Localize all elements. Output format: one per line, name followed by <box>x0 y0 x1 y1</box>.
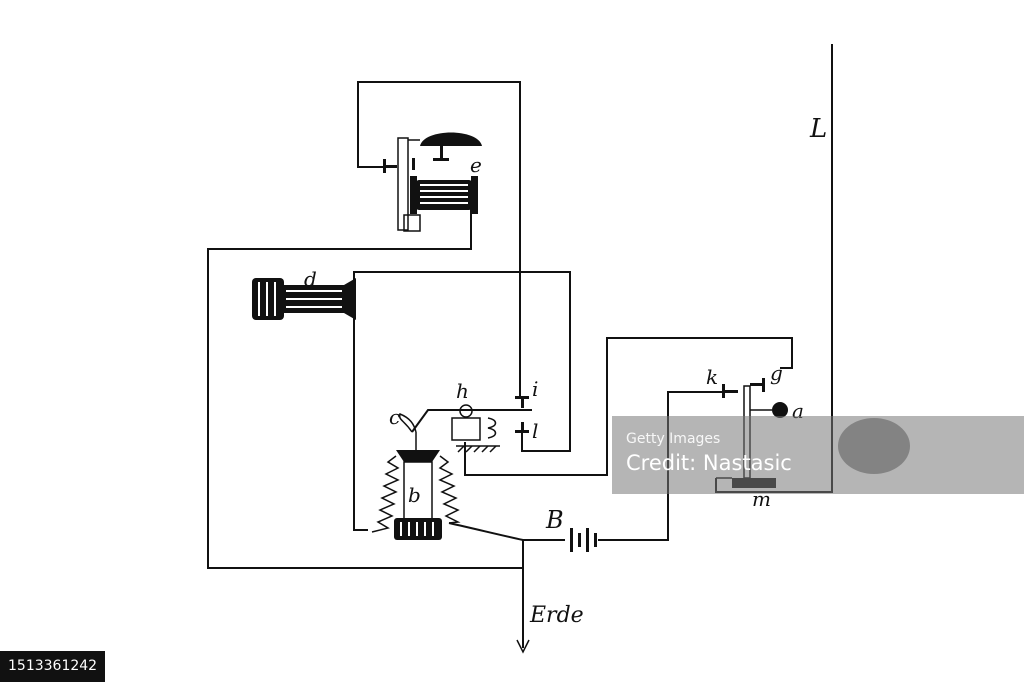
label-erde: Erde <box>529 603 584 628</box>
watermark-band <box>612 416 1024 494</box>
label-l: l <box>532 419 538 443</box>
label-i: i <box>532 377 538 401</box>
contact-i-icon <box>515 396 529 399</box>
label-b: b <box>408 483 421 507</box>
bell-dome-icon <box>420 132 482 146</box>
watermark-credit: Credit: Nastasic <box>626 451 792 475</box>
receiver-d <box>252 278 356 320</box>
hook-lever <box>411 409 532 433</box>
watermark-logo-icon <box>838 418 910 474</box>
label-c: c <box>389 405 400 429</box>
label-L: L <box>809 114 827 144</box>
receiver-loop-wire <box>353 271 571 452</box>
transmitter-b <box>371 413 461 540</box>
bell-coil-wire <box>207 196 523 569</box>
label-d: d <box>304 267 317 291</box>
watermark-brand: Getty Images <box>626 431 721 447</box>
image-id-badge: 1513361242 <box>0 651 106 682</box>
label-k: k <box>706 365 718 389</box>
watermark-text: Getty Images Credit: Nastasic <box>626 430 792 478</box>
circuit-wires <box>207 44 833 654</box>
bell-apparatus-e <box>383 132 482 232</box>
label-B: B <box>545 506 564 534</box>
bell-loop-wire <box>357 81 521 397</box>
label-a: a <box>792 399 804 423</box>
diagram-labels: L e d h i l c b B Erde k g a m <box>304 114 827 628</box>
knob-a-icon <box>772 402 788 418</box>
label-h: h <box>456 379 469 403</box>
label-e: e <box>470 153 482 177</box>
label-g: g <box>770 361 783 385</box>
handset-cord-right <box>438 455 461 524</box>
battery-B <box>570 528 597 552</box>
hook-switch-h <box>411 396 532 453</box>
earth-arrow <box>516 639 530 654</box>
hook-wire <box>464 337 793 476</box>
receiver-cord-wire <box>353 300 368 531</box>
battery-left-wire <box>448 522 565 541</box>
handset-cord-left <box>371 455 400 533</box>
